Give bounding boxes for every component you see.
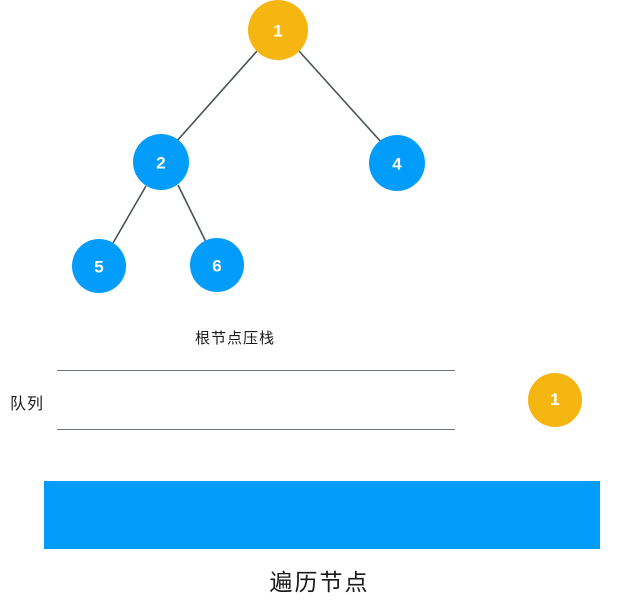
tree-node-2-label: 2 bbox=[156, 154, 165, 173]
push-root-caption: 根节点压栈 bbox=[194, 330, 275, 347]
tree-node-4[interactable]: 4 bbox=[369, 135, 425, 191]
edge-2-to-6 bbox=[177, 184, 207, 243]
tree-node-1-circle[interactable] bbox=[248, 0, 308, 60]
tree-node-2-circle[interactable] bbox=[133, 134, 189, 190]
tree-node-4-label: 4 bbox=[392, 155, 402, 174]
tree-node-5-circle[interactable] bbox=[72, 239, 126, 293]
tree-node-1[interactable]: 1 bbox=[248, 0, 308, 60]
tree-node-2[interactable]: 2 bbox=[133, 134, 189, 190]
edge-1-to-2 bbox=[175, 50, 258, 143]
binary-tree-graphic: 1 2 4 5 6 bbox=[72, 0, 425, 293]
tree-node-6[interactable]: 6 bbox=[190, 238, 244, 292]
tree-node-5-label: 5 bbox=[94, 258, 103, 277]
traverse-nodes-caption: 遍历节点 bbox=[269, 569, 370, 595]
tree-node-5[interactable]: 5 bbox=[72, 239, 126, 293]
queue-rail-bottom bbox=[57, 429, 455, 431]
edge-2-to-5 bbox=[112, 185, 147, 244]
queue-rail-top bbox=[57, 370, 455, 372]
tree-node-1-label: 1 bbox=[273, 22, 282, 41]
tree-edges bbox=[112, 50, 383, 244]
tree-node-6-label: 6 bbox=[212, 257, 221, 276]
traversal-progress-bar[interactable] bbox=[44, 481, 600, 549]
queue-label: 队列 bbox=[10, 396, 45, 413]
tree-node-4-circle[interactable] bbox=[369, 135, 425, 191]
queue-item-1[interactable]: 1 bbox=[528, 373, 582, 427]
tree-node-6-circle[interactable] bbox=[190, 238, 244, 292]
edge-1-to-4 bbox=[298, 50, 383, 144]
